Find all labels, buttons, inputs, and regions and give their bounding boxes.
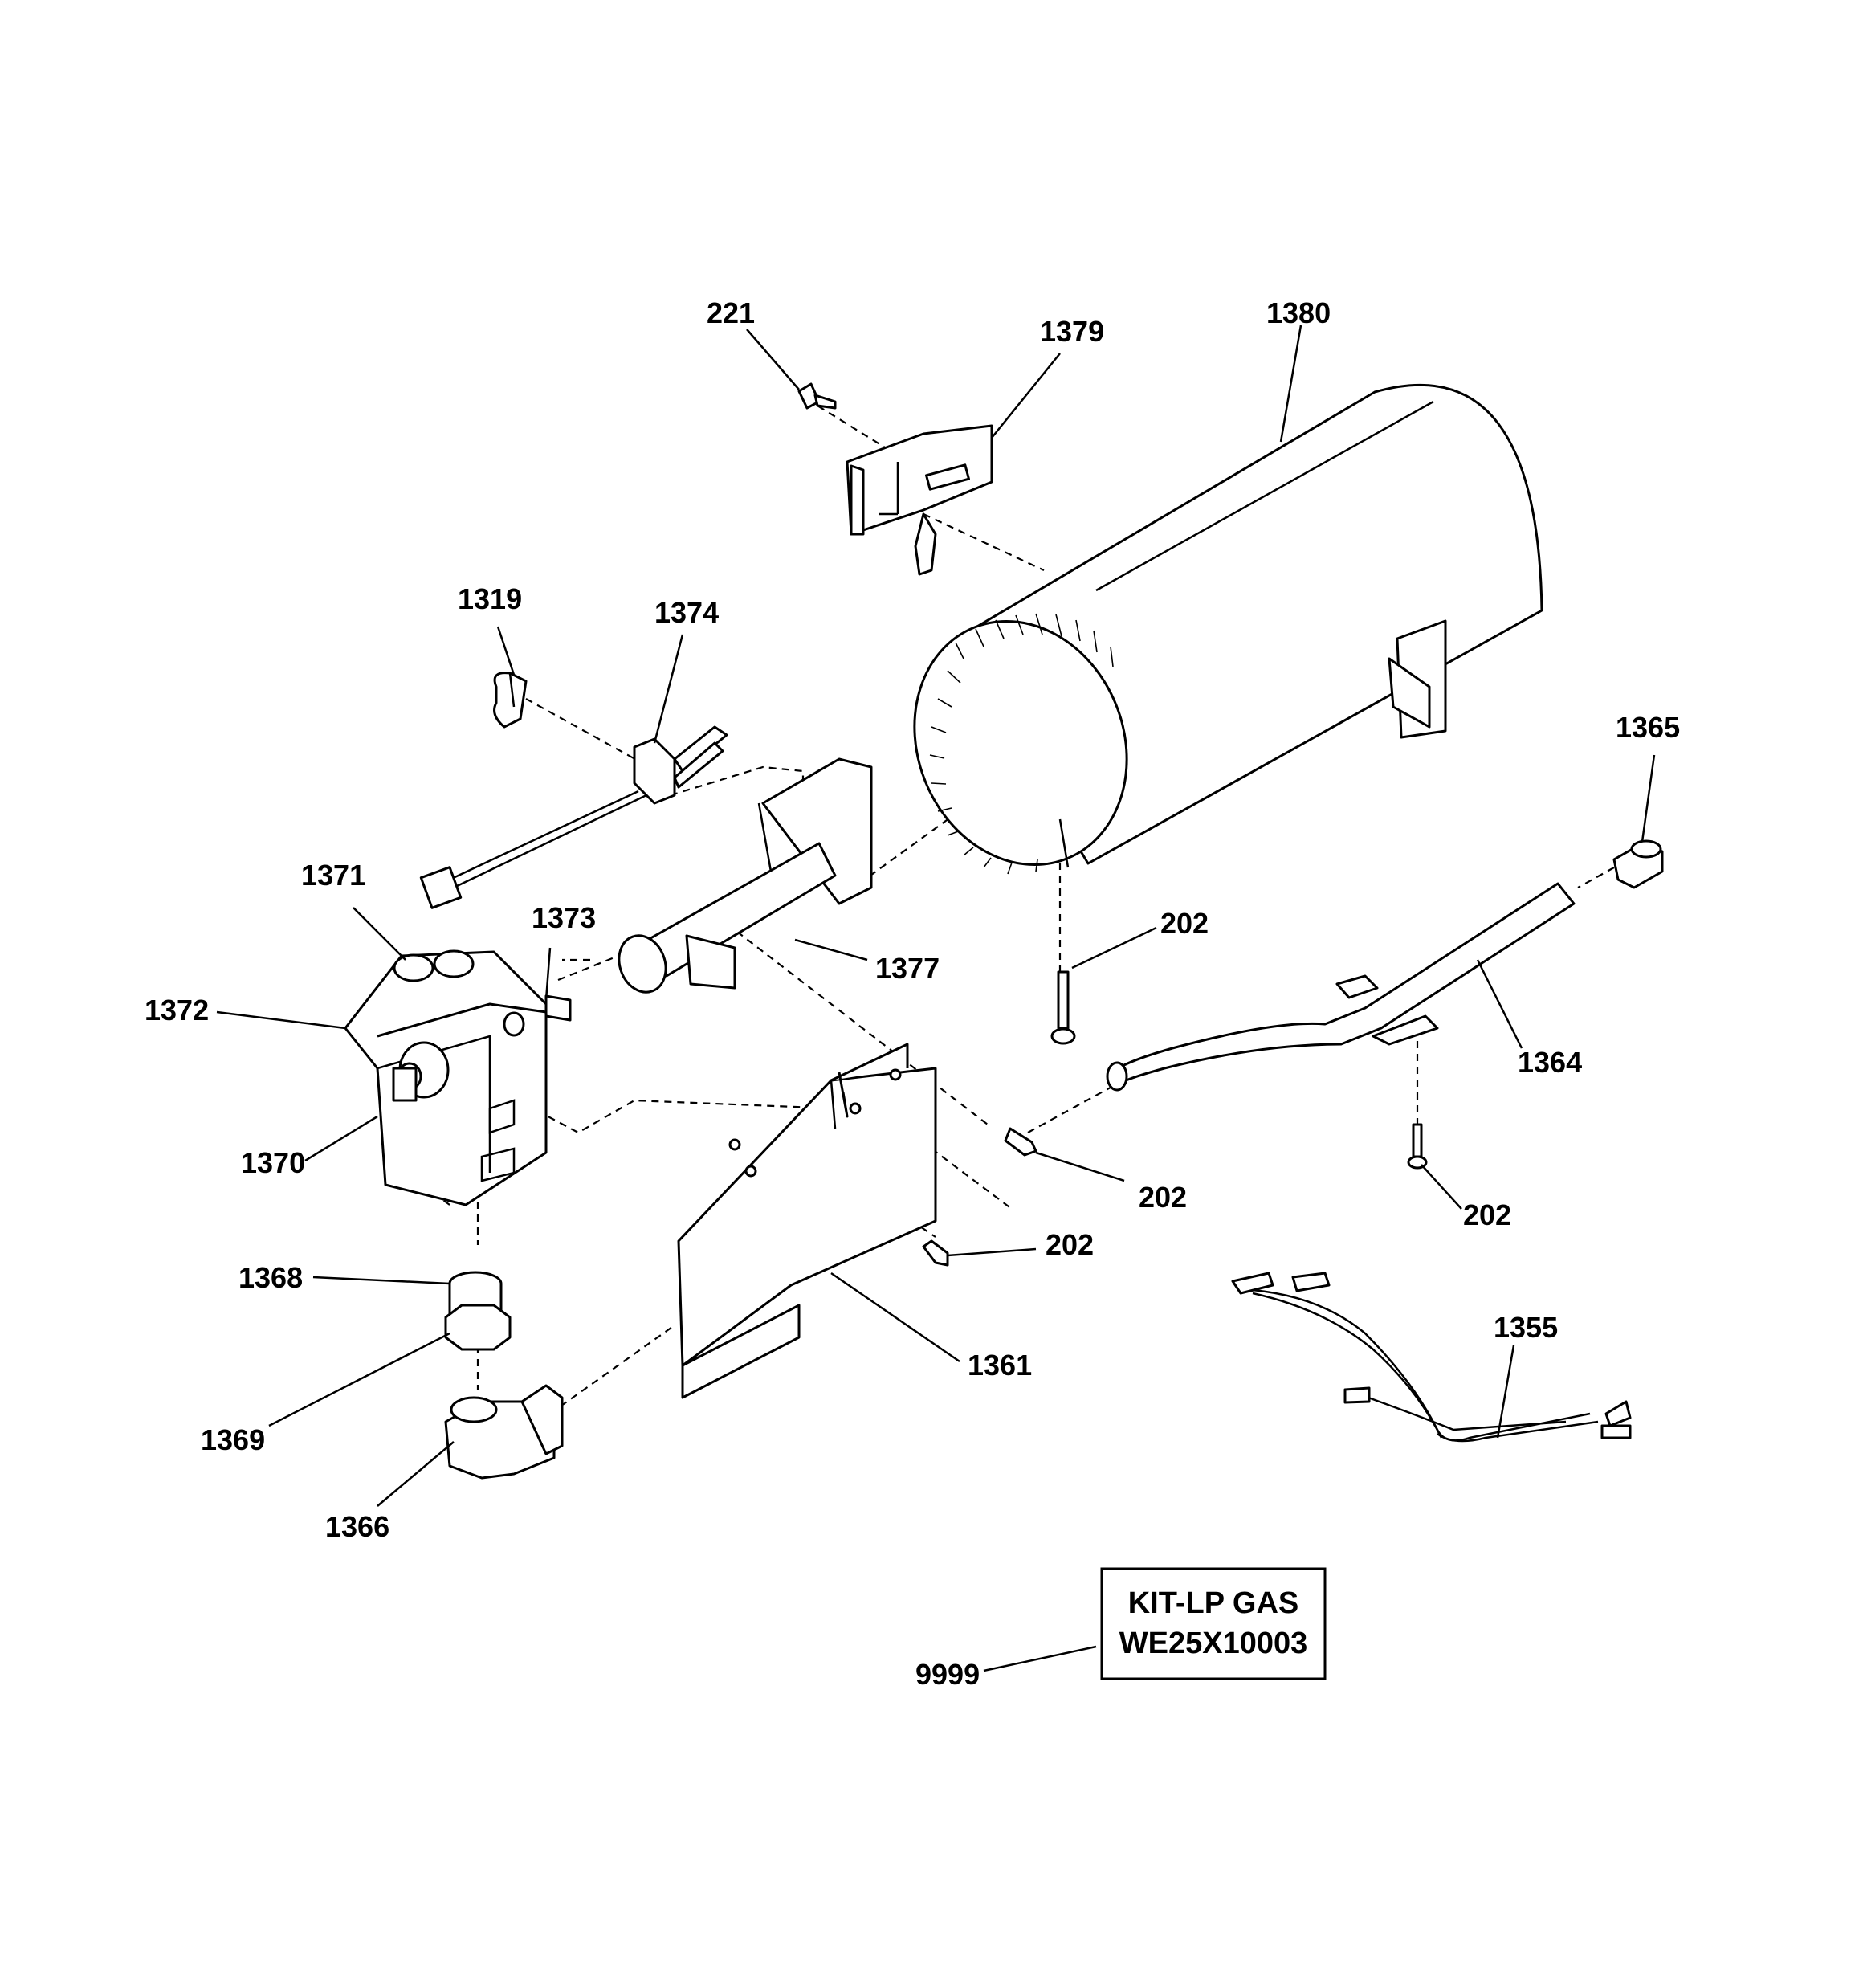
gas-valve — [344, 949, 572, 1206]
callout-1374: 1374 — [654, 596, 719, 629]
callout-221: 221 — [707, 296, 755, 329]
gas-pipe — [1106, 882, 1576, 1092]
callout-9999: 9999 — [915, 1658, 980, 1691]
callout-1365: 1365 — [1616, 711, 1680, 744]
burner-cylinder — [913, 383, 1543, 875]
callout-202-cylinder: 202 — [1160, 907, 1209, 940]
screw-202-shield — [922, 1239, 949, 1267]
burner-tube — [618, 757, 873, 994]
leader-lines — [216, 325, 1656, 1672]
callout-1369: 1369 — [201, 1423, 265, 1456]
igniter — [419, 725, 728, 909]
callout-1379: 1379 — [1040, 315, 1104, 348]
kit-label-box: KIT-LP GAS WE25X10003 — [1100, 1567, 1327, 1680]
kit-line-1: KIT-LP GAS — [1128, 1586, 1299, 1620]
screw-221 — [797, 382, 837, 410]
screw-202-bracket — [1407, 1123, 1428, 1170]
screw-202-pipe — [1004, 1127, 1037, 1157]
kit-line-2: WE25X10003 — [1119, 1627, 1308, 1660]
clip — [493, 672, 528, 729]
elbow — [444, 1384, 564, 1480]
callout-1361: 1361 — [968, 1349, 1032, 1382]
callout-1364: 1364 — [1518, 1046, 1582, 1079]
callouts: 221 1379 1380 1319 1374 1365 1371 1373 1… — [145, 296, 1680, 1691]
fitting — [444, 1271, 512, 1351]
callout-1355: 1355 — [1494, 1311, 1558, 1344]
sensor-bracket — [846, 424, 993, 576]
callout-1319: 1319 — [458, 582, 522, 615]
callout-1371: 1371 — [301, 859, 365, 892]
callout-1366: 1366 — [325, 1510, 389, 1543]
callout-1368: 1368 — [238, 1261, 303, 1294]
callout-1372: 1372 — [145, 994, 209, 1027]
callout-1370: 1370 — [241, 1146, 305, 1179]
callout-1373: 1373 — [532, 901, 596, 934]
callout-202-shield: 202 — [1046, 1228, 1094, 1261]
callout-1377: 1377 — [875, 952, 940, 985]
callout-202-bracket: 202 — [1463, 1198, 1511, 1231]
callout-1380: 1380 — [1266, 296, 1331, 329]
screw-202-cylinder — [1050, 970, 1076, 1045]
heat-shield — [677, 1043, 937, 1399]
pipe-cap — [1612, 839, 1664, 889]
wire-harness — [1231, 1272, 1632, 1443]
callout-202-pipe: 202 — [1139, 1181, 1187, 1214]
